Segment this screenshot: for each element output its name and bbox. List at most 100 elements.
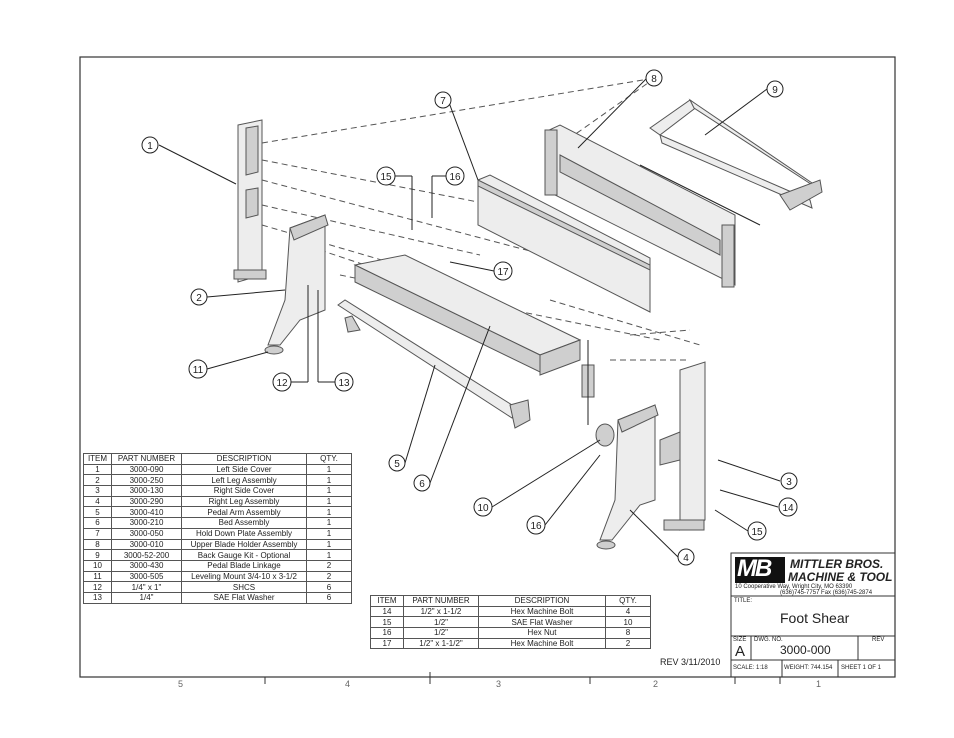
- callout-8: 8: [645, 69, 663, 87]
- logo-text: MB: [737, 555, 772, 582]
- cell-part-number: 1/2" x 1-1/2: [403, 605, 479, 618]
- cell-qty: 4: [605, 605, 651, 618]
- cell-item: 14: [370, 605, 404, 618]
- callout-17: 17: [493, 261, 513, 281]
- drawing-title: Foot Shear: [780, 610, 850, 626]
- svg-text:2: 2: [196, 293, 202, 304]
- header-part-number: PART NUMBER: [111, 453, 182, 465]
- cell-qty: 1: [306, 538, 352, 551]
- right-side-cover-part: [659, 361, 706, 531]
- cell-item: 2: [83, 474, 112, 487]
- cell-part-number: 1/2" x 1-1/2": [403, 637, 479, 650]
- cell-qty: 6: [306, 591, 352, 604]
- cell-item: 10: [83, 559, 112, 572]
- callout-2: 2: [190, 288, 208, 306]
- cell-description: Left Leg Assembly: [181, 474, 307, 487]
- drawing-number: 3000-000: [780, 643, 831, 657]
- left-leg-part: [264, 214, 329, 355]
- pedal-arm-part: [337, 299, 531, 429]
- svg-text:7: 7: [440, 96, 446, 107]
- cell-part-number: 3000-430: [111, 559, 182, 572]
- header-qty: QTY.: [306, 453, 352, 465]
- cell-item: 13: [83, 591, 112, 604]
- header-qty: QTY.: [605, 595, 651, 607]
- cell-description: SAE Flat Washer: [181, 591, 307, 604]
- svg-text:11: 11: [193, 365, 204, 376]
- zone-label-3: 3: [496, 679, 502, 689]
- cell-part-number: 3000-290: [111, 495, 182, 508]
- svg-text:12: 12: [276, 378, 288, 389]
- cell-qty: 1: [306, 506, 352, 519]
- svg-text:17: 17: [497, 267, 509, 278]
- dwg-no-label: DWG. NO.: [754, 637, 783, 643]
- cell-description: Bed Assembly: [181, 517, 307, 529]
- callout-4: 4: [677, 548, 695, 566]
- svg-text:15: 15: [751, 527, 763, 538]
- svg-text:8: 8: [651, 74, 657, 85]
- cell-qty: 1: [306, 517, 352, 529]
- cell-part-number: 3000-250: [111, 474, 182, 487]
- cell-part-number: 1/2": [403, 627, 479, 639]
- pedal-blade-linkage-part: [581, 340, 615, 447]
- callout-11: 11: [188, 359, 208, 379]
- svg-text:15: 15: [380, 172, 392, 183]
- cell-qty: 1: [306, 527, 352, 540]
- cell-part-number: 3000-010: [111, 538, 182, 551]
- upper-blade-holder-part: [544, 124, 736, 288]
- cell-item: 4: [83, 495, 112, 508]
- cell-qty: 2: [605, 637, 651, 650]
- cell-qty: 1: [306, 463, 352, 476]
- zone-ticks: [264, 672, 781, 684]
- title-label: TITLE:: [734, 598, 753, 604]
- cell-description: Upper Blade Holder Assembly: [181, 538, 307, 551]
- title-block-frame: [730, 552, 896, 678]
- company-phone: (636)745-7757 Fax (636)745-2874: [780, 590, 873, 596]
- callout-6: 6: [413, 474, 431, 492]
- cell-qty: 2: [306, 559, 352, 572]
- cell-qty: 1: [306, 549, 352, 561]
- cell-item: 17: [370, 637, 404, 650]
- cell-description: Back Gauge Kit - Optional: [181, 549, 307, 561]
- cell-item: 12: [83, 581, 112, 593]
- header-item: ITEM: [370, 595, 404, 607]
- cell-description: Pedal Blade Linkage: [181, 559, 307, 572]
- cell-part-number: 3000-505: [111, 570, 182, 583]
- cell-qty: 10: [605, 616, 651, 629]
- cell-description: Hold Down Plate Assembly: [181, 527, 307, 540]
- callout-14: 14: [778, 497, 798, 517]
- size-label: SIZE: [733, 637, 747, 643]
- cell-item: 6: [83, 517, 112, 529]
- svg-text:16: 16: [530, 521, 542, 532]
- hold-down-plate-part: [477, 174, 651, 313]
- cell-part-number: 3000-210: [111, 517, 182, 529]
- cell-item: 5: [83, 506, 112, 519]
- sheet-size: A: [735, 643, 746, 660]
- cell-description: Hex Machine Bolt: [478, 637, 606, 650]
- company-logo: [735, 557, 785, 583]
- cell-qty: 8: [605, 627, 651, 639]
- cell-description: Hex Nut: [478, 627, 606, 639]
- table-header-row: ITEM PART NUMBER DESCRIPTION QTY.: [370, 595, 651, 607]
- zone-label-2: 2: [653, 679, 659, 689]
- svg-text:3: 3: [786, 477, 792, 488]
- cell-item: 9: [83, 549, 112, 561]
- company-name-line1: MITTLER BROS.: [790, 557, 884, 571]
- callout-9: 9: [766, 80, 784, 98]
- svg-text:13: 13: [338, 378, 350, 389]
- svg-text:5: 5: [394, 459, 400, 470]
- cell-description: Right Leg Assembly: [181, 495, 307, 508]
- callout-leaders: [158, 77, 781, 558]
- cell-description: Left Side Cover: [181, 463, 307, 476]
